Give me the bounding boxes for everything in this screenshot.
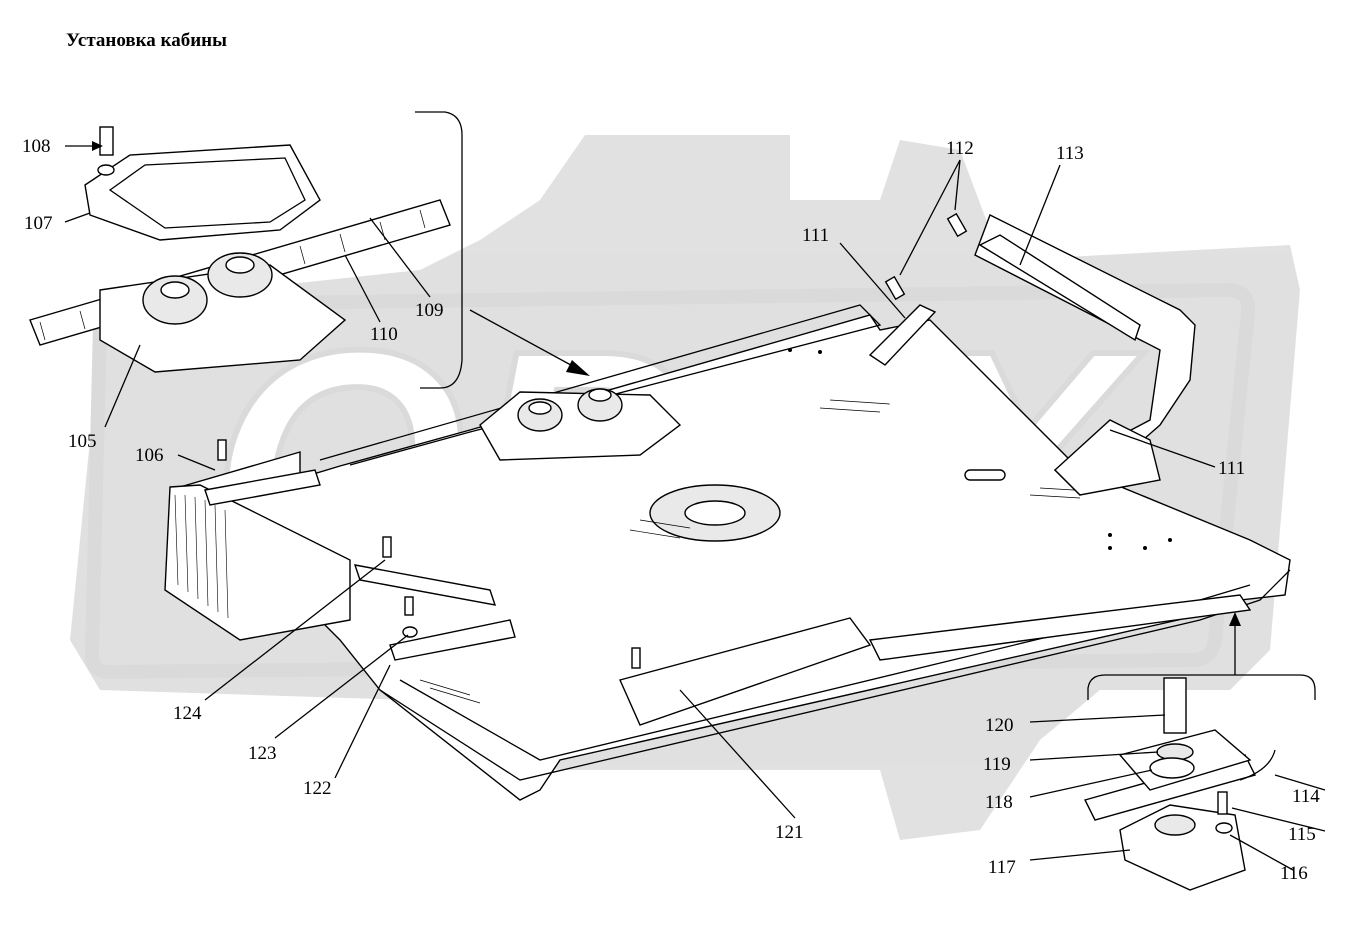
inset-rear-washer-116 xyxy=(1215,822,1233,834)
callout-labels: 108 107 105 106 109 110 111 111 112 113 … xyxy=(22,136,1320,884)
bar-right-extension xyxy=(868,594,1252,661)
inset-rubber-right xyxy=(207,252,273,298)
inset-rear-bolt-115 xyxy=(1217,791,1228,815)
callout-117: 117 xyxy=(988,857,1016,878)
callout-106: 106 xyxy=(135,445,164,466)
left-side-panel-hatch xyxy=(174,494,229,619)
inset-bracket-curve xyxy=(415,111,463,389)
floor-holes xyxy=(788,348,1172,550)
floor-slot xyxy=(964,469,1006,481)
callout-122: 122 xyxy=(303,778,332,799)
lever-124 xyxy=(353,564,497,606)
bar-121 xyxy=(619,617,872,726)
front-linkage xyxy=(204,439,516,661)
bolt-123 xyxy=(404,596,414,616)
inset-rear-bolt-120 xyxy=(1163,677,1187,734)
inset-rear-cable-114 xyxy=(1239,749,1276,781)
bolt-106 xyxy=(217,439,227,461)
callout-108: 108 xyxy=(22,136,51,157)
callout-107: 107 xyxy=(24,213,53,234)
frame-rail-front-inner xyxy=(399,584,1251,761)
inset-rubber-left xyxy=(142,275,208,325)
inset-cover xyxy=(84,144,321,241)
diagram-title: Установка кабины xyxy=(66,30,227,51)
callout-118: 118 xyxy=(985,792,1013,813)
leader-arrow-108 xyxy=(92,141,103,151)
inset-rubber-left-top xyxy=(160,281,190,299)
lever-106 xyxy=(204,469,321,506)
callout-111-upper: 111 xyxy=(802,225,829,246)
inset-rear-rubber xyxy=(1154,814,1196,836)
front-mount-rubber-left-top xyxy=(528,401,552,415)
inset-cover-inner xyxy=(108,157,306,229)
callout-123: 123 xyxy=(248,743,277,764)
inset-rubber-right-top xyxy=(225,256,255,274)
frame-rail-front xyxy=(379,569,1291,781)
callout-116: 116 xyxy=(1280,863,1308,884)
bolt-124 xyxy=(382,536,392,558)
inset-rear-arrow-head xyxy=(1229,612,1241,626)
callout-105: 105 xyxy=(68,431,97,452)
inset-rear-bracket-curve xyxy=(1087,674,1316,700)
callout-119: 119 xyxy=(983,754,1011,775)
callout-110: 110 xyxy=(370,324,398,345)
callout-121: 121 xyxy=(775,822,804,843)
callout-115: 115 xyxy=(1288,824,1316,845)
front-mount-rubber-right-top xyxy=(588,388,612,402)
inset-rear-bracket-117 xyxy=(1119,804,1246,891)
leader-lines xyxy=(64,145,1326,871)
bolt-121 xyxy=(631,647,641,669)
cab-frame xyxy=(164,304,1291,801)
left-side-panel xyxy=(164,484,351,641)
frame-floor xyxy=(179,314,1291,801)
center-bowl-inner xyxy=(684,500,746,526)
inset-rear-nut-118 xyxy=(1149,757,1195,779)
front-mount-assembly xyxy=(479,388,682,461)
detail-inset-rear-mount xyxy=(1083,612,1316,891)
bolt-112-a xyxy=(884,275,906,301)
bracket-113-flange xyxy=(978,234,1141,342)
callout-120: 120 xyxy=(985,715,1014,736)
inset-bolt xyxy=(99,126,114,156)
frame-rail-left xyxy=(319,304,882,466)
leader-arrow-109 xyxy=(566,360,590,376)
callout-114: 114 xyxy=(1292,786,1320,807)
callout-112: 112 xyxy=(946,138,974,159)
bracket-111-left xyxy=(868,304,937,366)
callout-111-lower: 111 xyxy=(1218,458,1245,479)
callout-124: 124 xyxy=(173,703,202,724)
bolt-112-b xyxy=(946,212,968,238)
callout-109: 109 xyxy=(415,300,444,321)
washer-123 xyxy=(402,626,418,638)
detail-inset-front-mount xyxy=(29,111,463,389)
lever-122 xyxy=(389,619,516,661)
inset-washer xyxy=(97,164,115,176)
front-bar-assembly xyxy=(619,594,1252,726)
callout-113: 113 xyxy=(1056,143,1084,164)
